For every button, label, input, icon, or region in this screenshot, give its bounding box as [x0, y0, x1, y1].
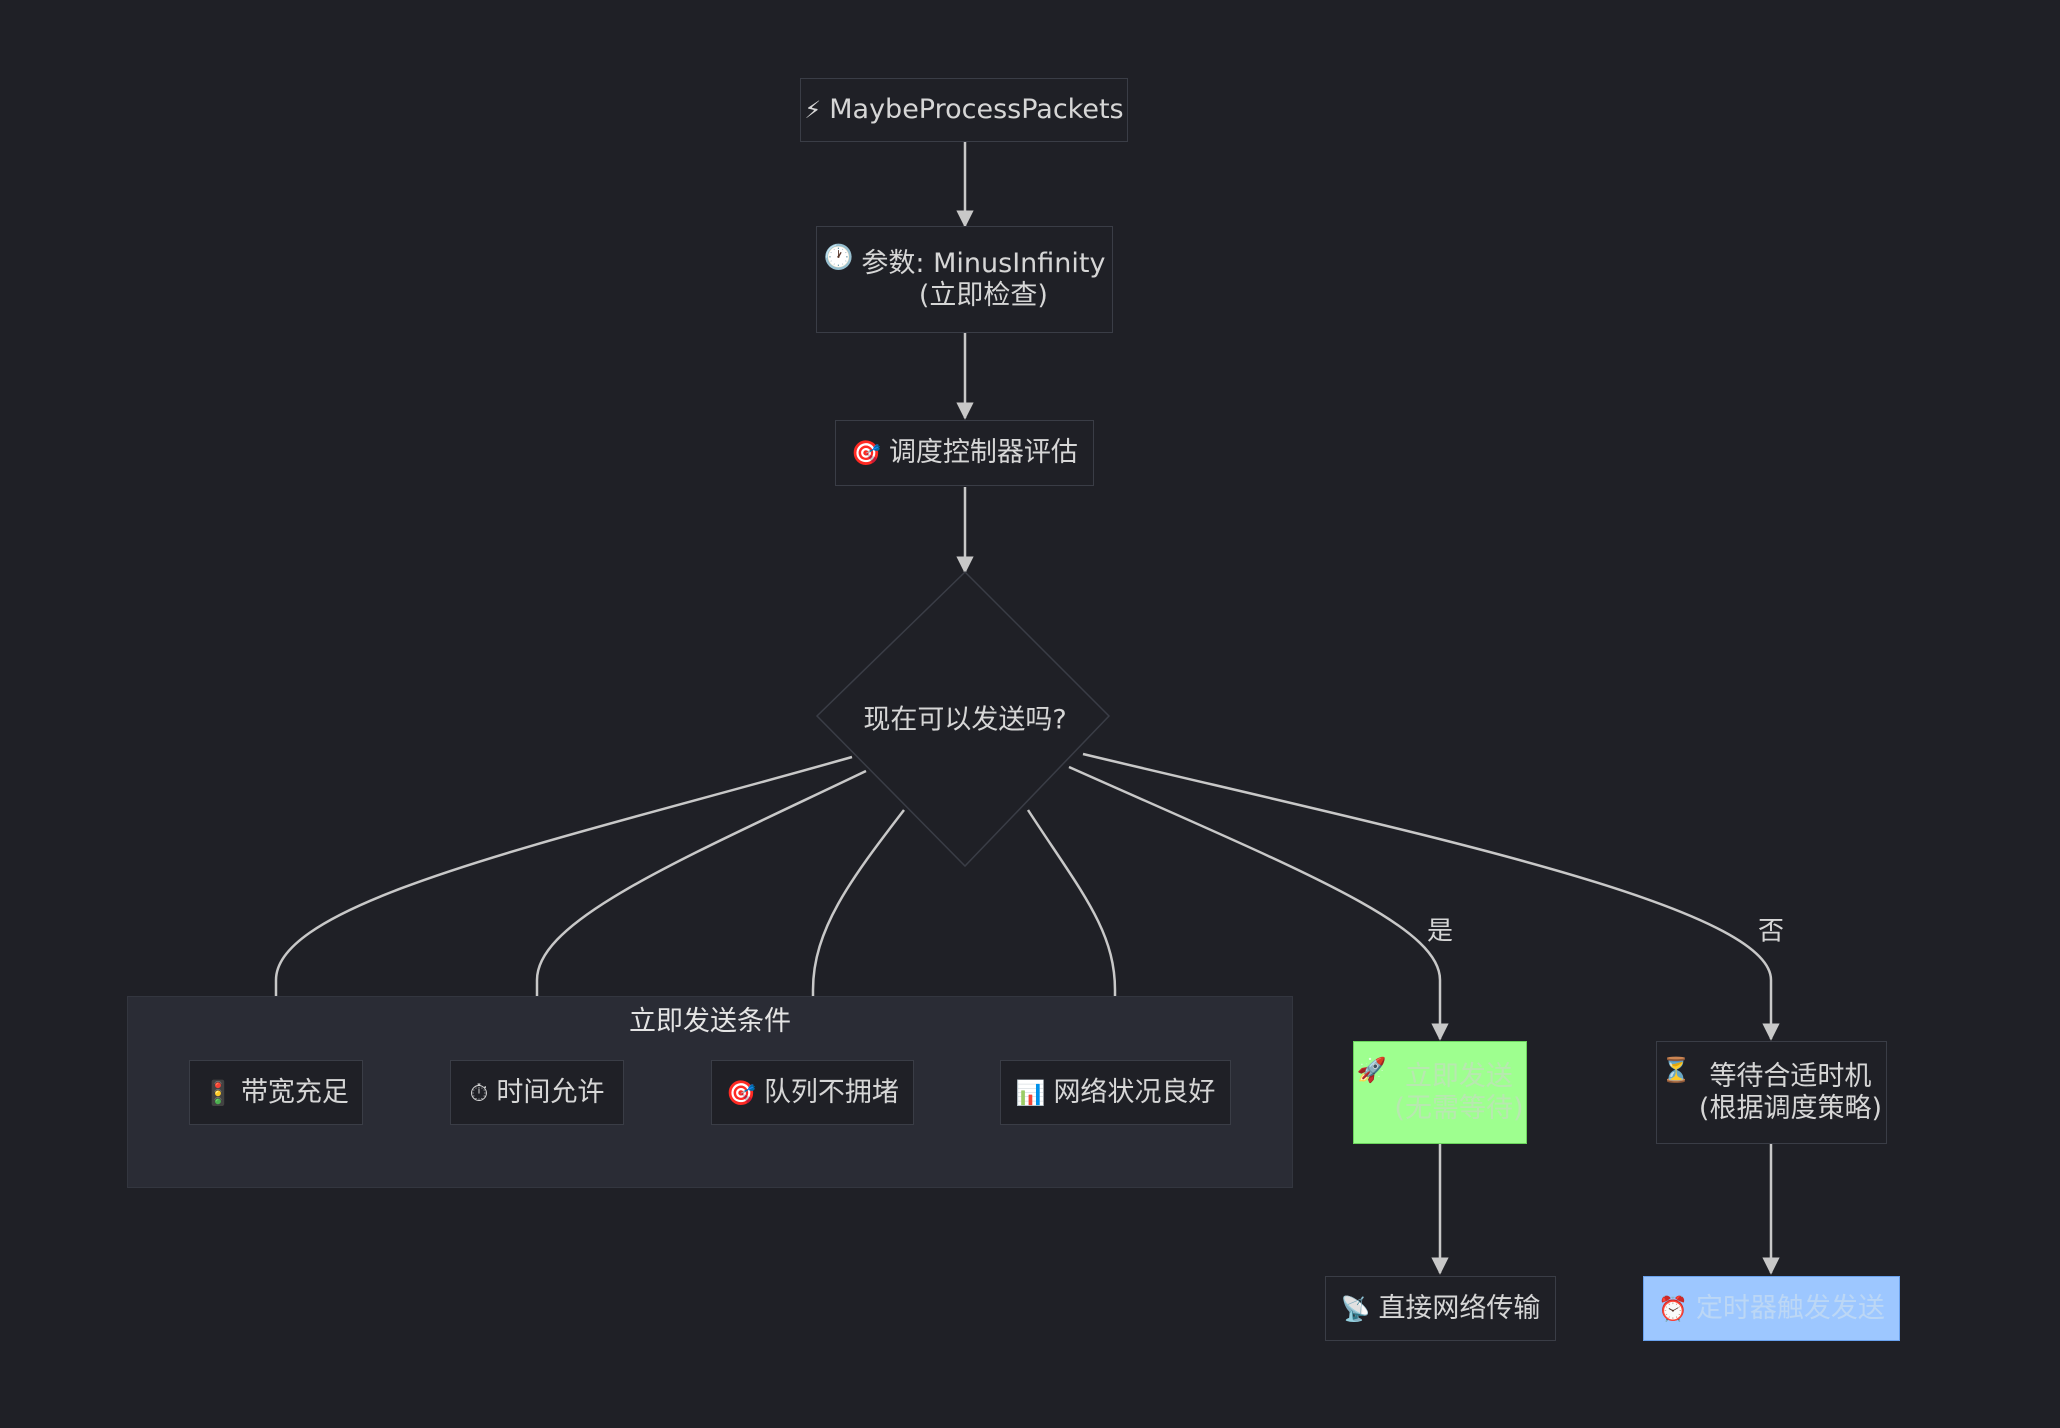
edge-decision-time [528, 769, 867, 1059]
edge-decision-bandwidth [267, 755, 853, 1059]
edge-label-no: 否 [1757, 916, 1785, 947]
cluster-title: 立即发送条件 [629, 1006, 791, 1037]
node-param-minus-infinity[interactable]: 🕐 参数: MinusInfinity (立即检查) [816, 226, 1113, 333]
node-label: 直接网络传输 [1378, 1292, 1541, 1324]
target-icon: 🎯 [851, 439, 881, 467]
edge-decision-network [1026, 809, 1124, 1059]
bar-chart-icon: 📊 [1015, 1078, 1046, 1107]
condition-time[interactable]: ⏱ 时间允许 [450, 1060, 624, 1125]
edge-decision-queue [804, 809, 905, 1059]
node-label: 等待合适时机 (根据调度策略) [1698, 1060, 1882, 1124]
satellite-dish-icon: 📡 [1340, 1294, 1371, 1323]
condition-label: 网络状况良好 [1053, 1076, 1216, 1108]
node-label: MaybeProcessPackets [829, 94, 1124, 125]
target-icon: 🎯 [726, 1078, 756, 1107]
rocket-icon: 🚀 [1356, 1056, 1387, 1084]
condition-bandwidth[interactable]: 🚦 带宽充足 [189, 1060, 363, 1125]
stopwatch-icon: ⏱ [469, 1078, 489, 1107]
node-wait-for-timing[interactable]: ⏳ 等待合适时机 (根据调度策略) [1656, 1041, 1887, 1144]
node-timer-triggered-send[interactable]: ⏰ 定时器触发发送 [1643, 1276, 1900, 1341]
node-label: 立即发送 (无需等待) [1394, 1060, 1524, 1124]
traffic-light-icon: 🚦 [203, 1078, 233, 1107]
node-scheduler-evaluation[interactable]: 🎯 调度控制器评估 [835, 420, 1094, 486]
node-label: 调度控制器评估 [888, 437, 1078, 468]
alarm-clock-icon: ⏰ [1658, 1294, 1688, 1323]
lightning-icon: ⚡ [804, 96, 822, 124]
decision-diamond [815, 570, 1111, 868]
condition-network[interactable]: 📊 网络状况良好 [1000, 1060, 1231, 1125]
edge-label-yes: 是 [1426, 916, 1454, 947]
node-label: 定时器触发发送 [1695, 1292, 1885, 1324]
node-direct-transmission[interactable]: 📡 直接网络传输 [1325, 1276, 1556, 1341]
condition-label: 带宽充足 [240, 1076, 349, 1108]
hourglass-icon: ⏳ [1661, 1056, 1691, 1084]
node-send-immediately[interactable]: 🚀 立即发送 (无需等待) [1353, 1041, 1527, 1144]
condition-label: 时间允许 [496, 1076, 605, 1108]
decision-label: 现在可以发送吗? [863, 704, 1067, 736]
condition-queue[interactable]: 🎯 队列不拥堵 [711, 1060, 914, 1125]
edge-decision-send [1068, 765, 1449, 1041]
clock-icon: 🕐 [823, 243, 854, 271]
condition-label: 队列不拥堵 [763, 1076, 899, 1108]
node-maybe-process-packets[interactable]: ⚡ MaybeProcessPackets [800, 78, 1128, 142]
edge-decision-wait [1082, 752, 1780, 1041]
node-label: 参数: MinusInfinity (立即检查) [861, 247, 1106, 311]
